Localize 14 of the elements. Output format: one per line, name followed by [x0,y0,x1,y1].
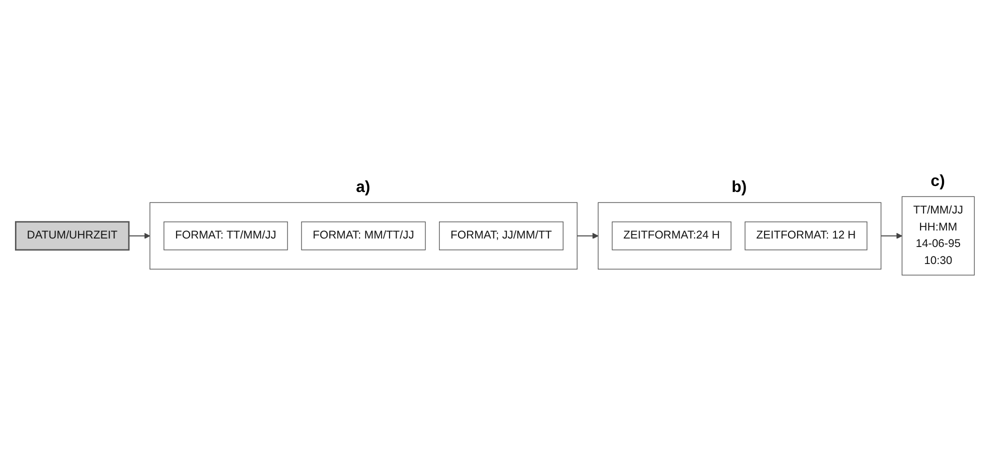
node-label: 10:30 [924,254,952,267]
process-box: ZEITFORMAT:24 H [611,222,731,250]
process-box: DATUM/UHRZEIT [14,221,130,251]
row-letter: b) [732,178,747,197]
node-label: TT/MM/JJ [912,204,963,216]
row-letter: c) [930,172,945,191]
node-label: 14-06-95 [915,238,960,250]
process-box: FORMAT: TT/MM/JJ [163,222,288,250]
process-box: TT/MM/JJ HH:MM 14-06-95 10:30 [901,196,974,276]
node-label: HH:MM [918,221,957,234]
process-box: FORMAT: MM/TT/JJ [300,222,426,250]
process-box: FORMAT; JJ/MM/TT [438,222,563,250]
process-box: ZEITFORMAT: 12 H [744,222,867,250]
row-letter: a) [356,178,370,197]
